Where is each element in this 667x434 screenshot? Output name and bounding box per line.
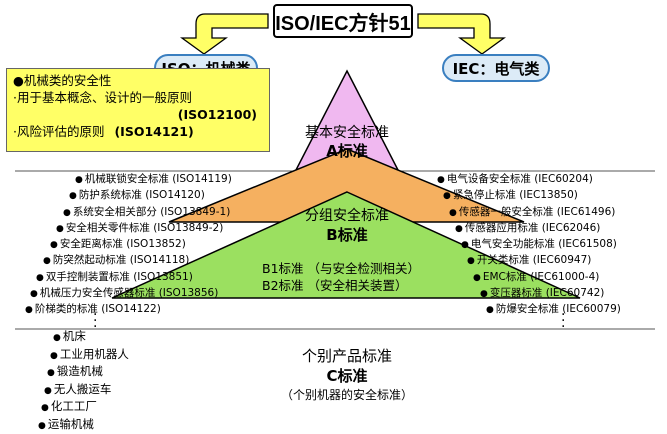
tier-c-sub: C标准 — [287, 365, 407, 386]
iec-branch-label: IEC：电气类 — [442, 54, 550, 82]
list-item: EMC标准 (IEC61000-4) — [473, 270, 621, 286]
note-code-1: (ISO12100) — [13, 106, 263, 123]
list-item: 防突然起动标准 (ISO14118) — [43, 253, 232, 269]
list-item: 安全距离标准 (ISO13852) — [50, 237, 232, 253]
iso-standards-list: 机械联锁安全标准 (ISO14119) 防护系统标准 (ISO14120) 系统… — [25, 172, 232, 319]
note-heading: ●机械类的安全性 — [13, 72, 263, 89]
tier-a-sub: A标准 — [287, 140, 407, 161]
note-line-1: ·用于基本概念、设计的一般原则 — [13, 89, 263, 106]
list-item: 变压器标准 (IEC60742) — [480, 286, 621, 302]
iec-more-dots: ··· — [561, 312, 565, 330]
tier-c-note: （个别机器的安全标准） — [262, 386, 432, 403]
iso-more-dots: ··· — [93, 312, 97, 330]
list-item: 机械联锁安全标准 (ISO14119) — [75, 172, 232, 188]
list-item: 阶梯类的标准 (ISO14122) — [25, 302, 232, 318]
list-item: 双手控制装置标准 (ISO13851) — [36, 270, 232, 286]
note-line-2: ·风险评估的原则 (ISO14121) — [13, 123, 263, 140]
machinery-safety-note: ●机械类的安全性 ·用于基本概念、设计的一般原则 (ISO12100) ·风险评… — [6, 68, 270, 152]
list-item: 开关类标准 (IEC60947) — [467, 253, 621, 269]
list-item: 工业用机器人 — [50, 347, 129, 365]
tier-a-label: 基本安全标准 — [287, 122, 407, 142]
tier-b-label: 分组安全标准 — [287, 205, 407, 225]
list-item: 机械压力安全传感器标准 (ISO13856) — [30, 286, 232, 302]
list-item: 系统安全相关部分 (ISO13849-1) — [63, 205, 232, 221]
list-item: 防爆安全标准 (IEC60079) — [486, 302, 621, 318]
list-item: 锻造机械 — [47, 364, 129, 382]
list-item: 电气安全功能标准 (IEC61508) — [461, 237, 621, 253]
list-item: 化工工厂 — [41, 399, 129, 417]
tier-c-label: 个别产品标准 — [287, 345, 407, 366]
list-item: 传感器应用标准 (IEC62046) — [455, 221, 621, 237]
note-code-2: (ISO14121) — [114, 124, 193, 139]
bullet-icon: ● — [13, 73, 24, 88]
page-title: ISO/IEC方针51 — [273, 4, 413, 38]
list-item: 紧急停止标准 (IEC13850) — [443, 188, 621, 204]
list-item: 安全相关零件标准 (ISO13849-2) — [56, 221, 232, 237]
list-item: 传感器一般安全标准 (IEC61496) — [449, 205, 621, 221]
list-item: 运输机械 — [38, 417, 129, 434]
list-item: 电气设备安全标准 (IEC60204) — [437, 172, 621, 188]
list-item: 机床 — [53, 329, 129, 347]
arrow-to-iso-icon — [182, 14, 268, 54]
tier-b2-label: B2标准 （安全相关装置） — [262, 275, 408, 294]
arrow-to-iec-icon — [418, 14, 504, 54]
c-examples-list: 机床 工业用机器人 锻造机械 无人搬运车 化工工厂 运输机械 — [38, 329, 129, 434]
iec-standards-list: 电气设备安全标准 (IEC60204) 紧急停止标准 (IEC13850) 传感… — [437, 172, 621, 319]
list-item: 防护系统标准 (ISO14120) — [69, 188, 232, 204]
list-item: 无人搬运车 — [44, 382, 129, 400]
tier-b-sub: B标准 — [287, 224, 407, 245]
